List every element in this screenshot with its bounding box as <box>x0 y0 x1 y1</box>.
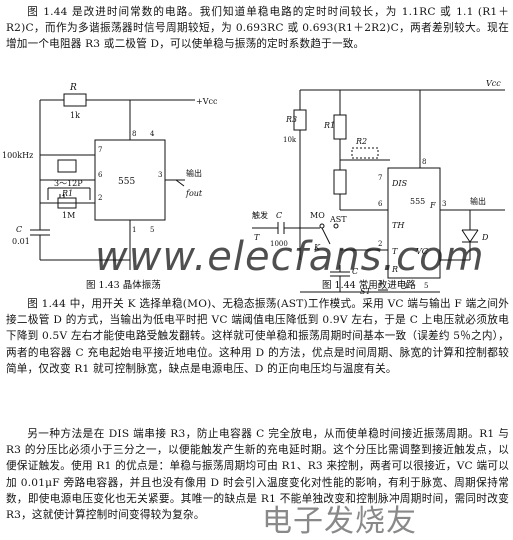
fr-C1-val: 1000 <box>270 240 288 248</box>
fl-R: R <box>69 83 77 93</box>
fr-vcc: Vcc <box>486 79 501 88</box>
intro-paragraph: 图 1.44 是改进时间常数的电路。我们知道单稳电路的定时时间较长，为 1.1R… <box>6 6 509 51</box>
fl-R1: R1 <box>61 189 73 198</box>
fl-pin8: 8 <box>132 130 136 138</box>
fl-pin1: 1 <box>132 226 136 234</box>
fr-R1: R1 <box>323 121 335 130</box>
fl-pin7: 7 <box>98 146 102 154</box>
fr-VC: VC <box>416 247 428 256</box>
fl-pin6: 6 <box>98 171 103 179</box>
fr-pin3: 3 <box>442 200 446 208</box>
fl-vcc: +Vcc <box>196 97 218 106</box>
fr-trigger-sig: T <box>254 233 260 242</box>
fr-pin1: 1 <box>404 282 408 290</box>
fr-R3-val: 10k <box>283 136 297 144</box>
fr-pin2: 2 <box>378 240 382 248</box>
fr-R2: R2 <box>355 137 367 146</box>
fr-C1: C <box>276 211 282 220</box>
description-paragraph-1: 图 1.44 中，用开关 K 选择单稳(MO)、无稳态振荡(AST)工作模式。采… <box>6 298 509 375</box>
fl-pin3: 3 <box>158 171 162 179</box>
watermark-url: www.elecfans.com <box>95 234 485 280</box>
fl-R-val: 1k <box>70 111 80 120</box>
fr-pin8: 8 <box>422 158 426 166</box>
fl-C-val: 0.01 <box>12 237 30 246</box>
fl-pin5: 5 <box>150 226 154 234</box>
watermark-name: 电子发烧友 <box>262 504 417 539</box>
fr-DIS: DIS <box>391 179 408 188</box>
fr-TH: TH <box>392 221 405 230</box>
fr-pin6: 6 <box>378 200 383 208</box>
figure-improved-circuit <box>252 89 505 293</box>
fr-D: D <box>481 233 489 242</box>
fl-chip: 555 <box>118 177 135 187</box>
figure-crystal-oscillator <box>30 93 195 270</box>
fr-pin5: 5 <box>424 282 428 290</box>
fl-pin4: 4 <box>150 130 155 138</box>
fr-F: F <box>429 201 436 210</box>
description-paragraph-2: 另一种方法是在 DIS 端串接 R3，防止电容器 C 完全放电，从而使单稳时间接… <box>6 428 509 522</box>
fl-pin2: 2 <box>98 194 102 202</box>
fr-C: C <box>352 267 358 276</box>
fl-xtal-freq: 100kHz <box>2 151 33 160</box>
fl-cap-range: 3～12P <box>54 179 83 188</box>
fr-caption: 图 1.44 常用改进电路 <box>322 279 416 291</box>
fl-caption: 图 1.43 晶体振荡 <box>86 279 161 291</box>
fr-R: R <box>391 265 398 274</box>
fr-R3: R3 <box>285 115 297 124</box>
fr-chip: 555 <box>410 197 425 206</box>
fr-pin4: 4 <box>378 280 383 288</box>
fr-trigger: 触发 <box>252 210 268 220</box>
fr-pin7: 7 <box>378 174 382 182</box>
fr-K: K <box>313 243 321 252</box>
fl-output: 输出 <box>186 168 202 178</box>
fr-AST: AST <box>329 215 347 224</box>
fr-ST: ST <box>360 287 371 296</box>
fr-MO: MO <box>310 211 325 220</box>
fr-output: 输出 <box>470 196 486 206</box>
fr-T: T <box>392 247 398 256</box>
fl-C: C <box>16 225 22 234</box>
fl-fout: fout <box>185 189 203 198</box>
fl-R1-val: 1M <box>62 211 75 220</box>
circuit-figures: R 1k +Vcc 100kHz 3～12P R1 1M C 0.01 555 … <box>2 79 505 296</box>
